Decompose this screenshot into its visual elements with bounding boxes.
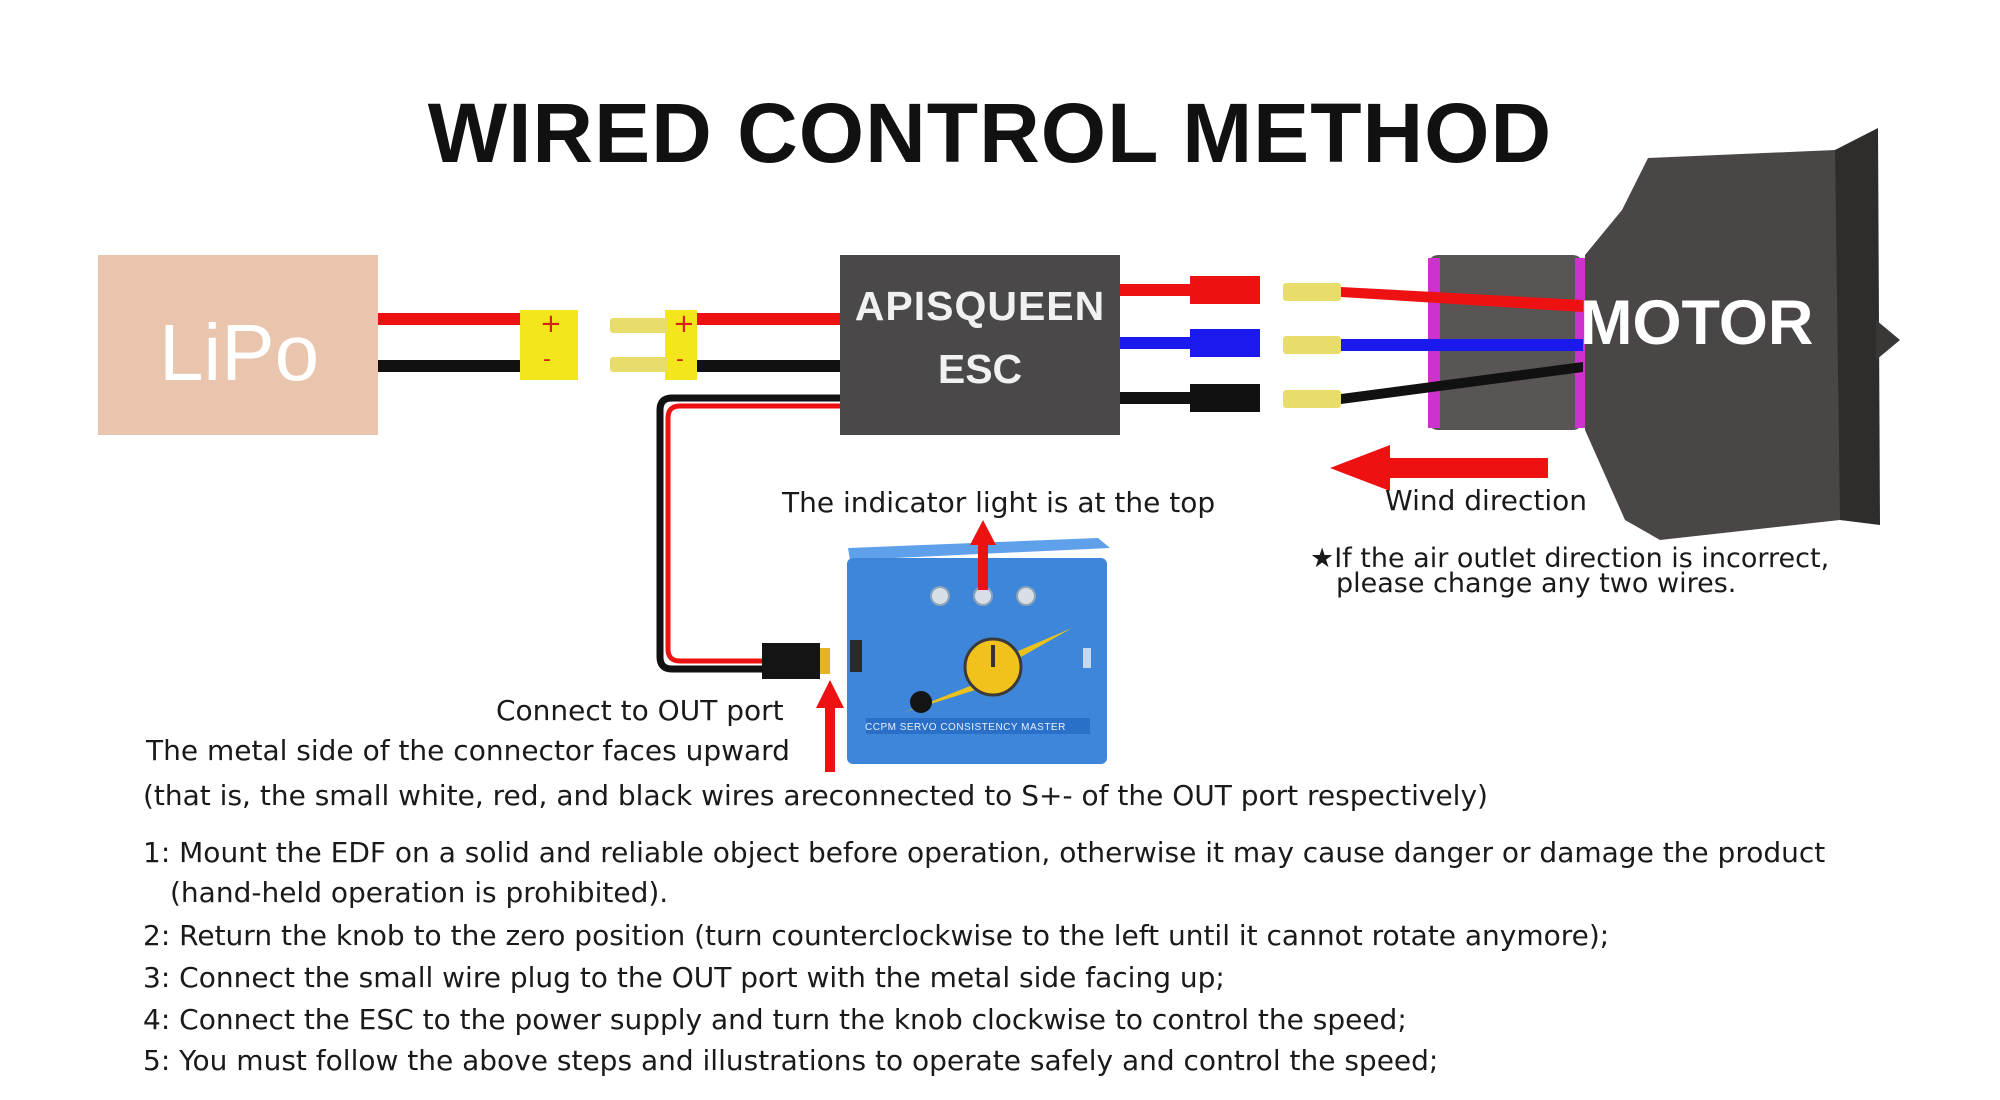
step-1-continued: (hand-held operation is prohibited). <box>170 876 669 909</box>
edf-duct <box>1585 132 1876 540</box>
page-title: WIRED CONTROL METHOD <box>427 86 1553 180</box>
indicator-light-note: The indicator light is at the top <box>782 486 1216 519</box>
step-1: 1: Mount the EDF on a solid and reliable… <box>143 836 1826 869</box>
servo-indicator-light-3 <box>1016 586 1036 606</box>
motor-blue-wire <box>1341 339 1583 351</box>
motor-bullet-1 <box>1283 283 1341 301</box>
xt-connector-female <box>520 310 578 380</box>
connector-plus-label-right: + <box>673 309 695 339</box>
wire-order-note: (that is, the small white, red, and blac… <box>143 779 1488 812</box>
out-port-arrow <box>816 680 844 772</box>
step-5: 5: You must follow the above steps and i… <box>143 1044 1439 1077</box>
step-2: 2: Return the knob to the zero position … <box>143 919 1610 952</box>
metal-side-note: The metal side of the connector faces up… <box>146 734 790 767</box>
signal-red-wire <box>665 403 842 664</box>
esc-black-input-wire <box>697 360 842 372</box>
wire-swap-warning-line-1: ★If the air outlet direction is incorrec… <box>1310 543 1830 574</box>
step-4: 4: Connect the ESC to the power supply a… <box>143 1003 1407 1036</box>
wind-direction-label: Wind direction <box>1385 484 1587 517</box>
connector-minus-label-right: - <box>676 347 684 372</box>
motor-black-wire <box>1341 362 1583 404</box>
lipo-battery <box>98 255 378 435</box>
servo-select-button <box>910 691 932 713</box>
wind-direction-arrow <box>1330 445 1548 491</box>
connector-plus-label-left: + <box>540 309 562 339</box>
connector-minus-label-left: - <box>543 347 551 372</box>
signal-black-wire <box>656 394 842 673</box>
motor-bullet-2 <box>1283 336 1341 354</box>
wire-swap-warning-line-2: please change any two wires. <box>1336 568 1737 599</box>
xt-connector-pin-positive <box>610 318 668 333</box>
edf-duct-lip <box>1835 128 1880 525</box>
motor-bullet-3 <box>1283 390 1341 408</box>
battery-red-wire <box>378 313 528 325</box>
xt-connector-pin-negative <box>610 357 668 372</box>
servo-plug-pins <box>820 648 830 674</box>
esc-black-output-bullet <box>1190 384 1260 412</box>
xt-connector-male-body <box>665 310 697 380</box>
servo-tester-label-strip <box>866 718 1090 734</box>
servo-out-port <box>850 640 862 672</box>
motor-label: MOTOR <box>1580 288 1814 358</box>
servo-plug <box>762 643 820 679</box>
indicator-arrow <box>970 520 996 590</box>
lipo-label: LiPo <box>158 308 320 397</box>
esc-red-input-wire <box>697 313 842 325</box>
esc-type-label: ESC <box>937 346 1023 392</box>
servo-lightning-graphic <box>905 628 1072 712</box>
step-3: 3: Connect the small wire plug to the OU… <box>143 961 1225 994</box>
esc-blue-output-bullet <box>1190 329 1260 357</box>
esc-body <box>840 255 1120 435</box>
esc-red-output-bullet <box>1190 276 1260 304</box>
esc-brand-label: APISQUEEN <box>854 283 1106 329</box>
edf-nose <box>1876 320 1900 360</box>
battery-black-wire <box>378 360 528 372</box>
servo-tester-label: CCPM SERVO CONSISTENCY MASTER <box>865 722 1066 733</box>
signal-white-wire <box>674 411 842 655</box>
motor-red-wire <box>1341 287 1583 312</box>
out-port-note: Connect to OUT port <box>496 694 784 727</box>
servo-indicator-light-1 <box>930 586 950 606</box>
servo-in-port <box>1083 648 1091 668</box>
